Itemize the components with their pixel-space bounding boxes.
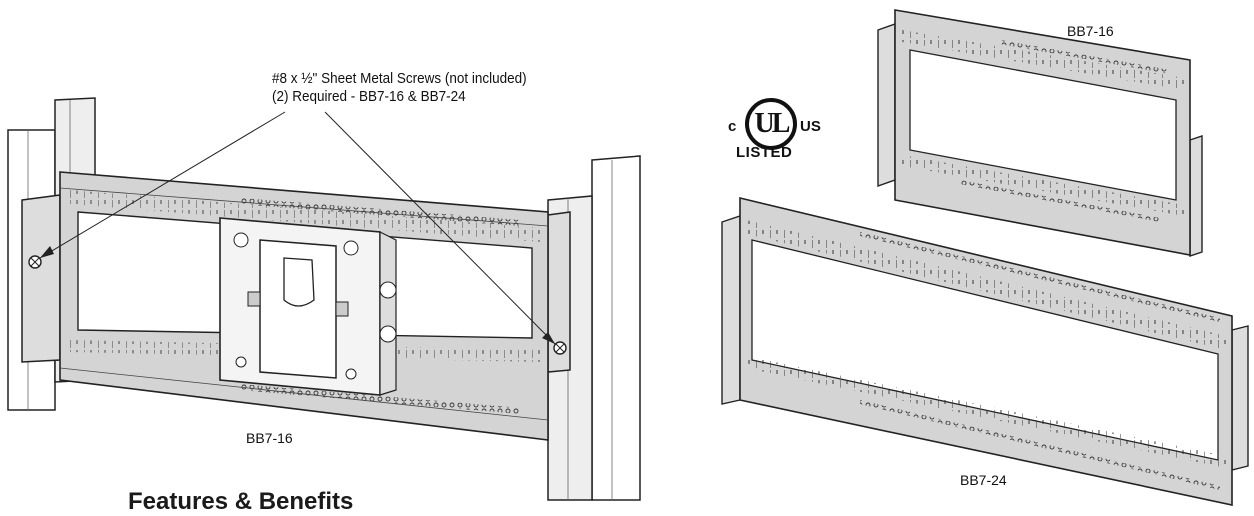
screw-right: [553, 341, 567, 355]
left-figure-label: BB7-16: [246, 430, 293, 446]
screw-callout: #8 x ½" Sheet Metal Screws (not included…: [272, 70, 527, 106]
callout-line-2: (2) Required - BB7-16 & BB7-24: [272, 88, 466, 105]
junction-box: [219, 217, 397, 396]
bottom-right-bracket: [721, 196, 1249, 506]
top-right-bracket: [877, 9, 1203, 257]
callout-leaders: [39, 111, 556, 345]
ul-mark: UL: [754, 108, 791, 139]
ul-listed-text: LISTED: [736, 144, 793, 161]
top-right-figure-label: BB7-16: [1067, 23, 1114, 39]
section-heading: Features & Benefits: [128, 488, 354, 515]
ul-circle: UL: [745, 98, 797, 150]
screw-left: [28, 255, 42, 269]
bottom-right-figure-label: BB7-24: [960, 472, 1007, 488]
ul-us-mark: US: [800, 118, 821, 135]
ul-c-mark: c: [728, 118, 737, 135]
ul-listed-logo-icon: c UL US LISTED: [720, 80, 830, 170]
callout-line-1: #8 x ½" Sheet Metal Screws (not included…: [272, 70, 527, 87]
